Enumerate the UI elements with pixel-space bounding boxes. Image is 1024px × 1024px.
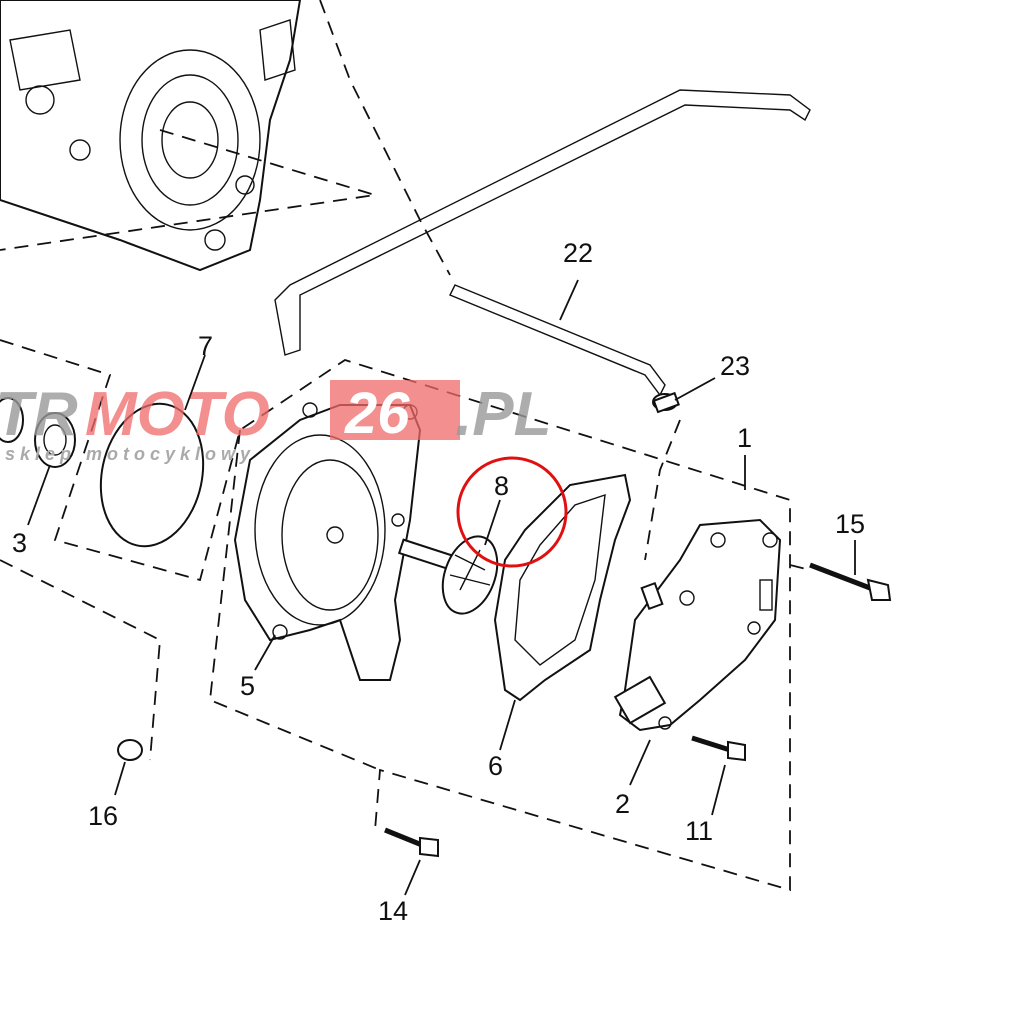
gasket-part-6 (493, 473, 632, 702)
svg-text:sklep motocyklowy: sklep motocyklowy (5, 444, 255, 464)
callout-2[interactable]: 2 (615, 789, 630, 819)
o-ring-part-7 (99, 402, 205, 548)
bolt-part-15 (809, 562, 892, 601)
hose-part-22 (274, 89, 811, 397)
callout-7[interactable]: 7 (198, 331, 213, 361)
callout-6[interactable]: 6 (488, 751, 503, 781)
callout-15[interactable]: 15 (835, 509, 865, 539)
svg-text:TR: TR (0, 380, 78, 449)
callout-3[interactable]: 3 (12, 528, 27, 558)
callout-16[interactable]: 16 (88, 801, 118, 831)
o-ring-part-16 (117, 739, 143, 761)
callout-8[interactable]: 8 (494, 471, 509, 501)
leader-lines (27, 279, 856, 896)
callout-14[interactable]: 14 (378, 896, 408, 926)
callout-23[interactable]: 23 (720, 351, 750, 381)
callout-22[interactable]: 22 (563, 238, 593, 268)
callout-1[interactable]: 1 (737, 423, 752, 453)
pump-cover-part-2 (613, 518, 782, 732)
watermark-logo: TR MOTO 26 .PL sklep motocyklowy (0, 380, 551, 464)
svg-text:MOTO: MOTO (85, 380, 270, 449)
svg-text:26: 26 (344, 381, 410, 446)
gasket-inner-outline (514, 493, 606, 666)
bolt-part-11 (691, 735, 746, 762)
assembly-guide-lines (0, 0, 811, 892)
impeller-part-8 (397, 535, 499, 615)
oil-seal-part-3 (0, 397, 76, 468)
clamp-part-23 (652, 391, 680, 414)
pump-housing-part-5 (233, 402, 422, 681)
callout-5[interactable]: 5 (240, 671, 255, 701)
bolt-part-14 (384, 827, 439, 858)
engine-case-drawing (0, 0, 302, 272)
highlight-circle (456, 456, 568, 568)
callout-11[interactable]: 11 (685, 816, 713, 846)
svg-text:.PL: .PL (455, 380, 551, 449)
